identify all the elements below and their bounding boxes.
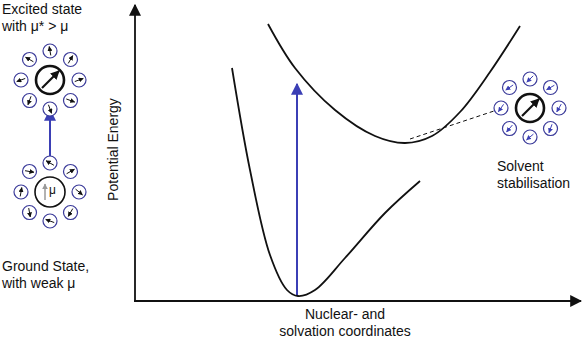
excited-state-curve: [268, 24, 520, 143]
leader-line: [410, 110, 497, 139]
excitation-arrow: [49, 110, 51, 163]
callout-label: Solvent stabilisation: [497, 158, 583, 192]
solvation-shell: [14, 44, 86, 116]
energy-axis: [134, 5, 136, 302]
solvation-shell: [14, 156, 86, 228]
coordinate-axis: [134, 300, 581, 302]
axis-title: Nuclear- and solvation coordinates: [276, 306, 414, 340]
state-label: Ground State, with weak μ: [2, 258, 98, 292]
solvation-shell: [494, 72, 566, 144]
state-label: Excited state with μ* > μ: [2, 1, 94, 35]
dipole-symbol: μ: [49, 183, 56, 197]
axis-title: Potential Energy: [105, 95, 122, 205]
excitation-arrow: [296, 84, 298, 295]
